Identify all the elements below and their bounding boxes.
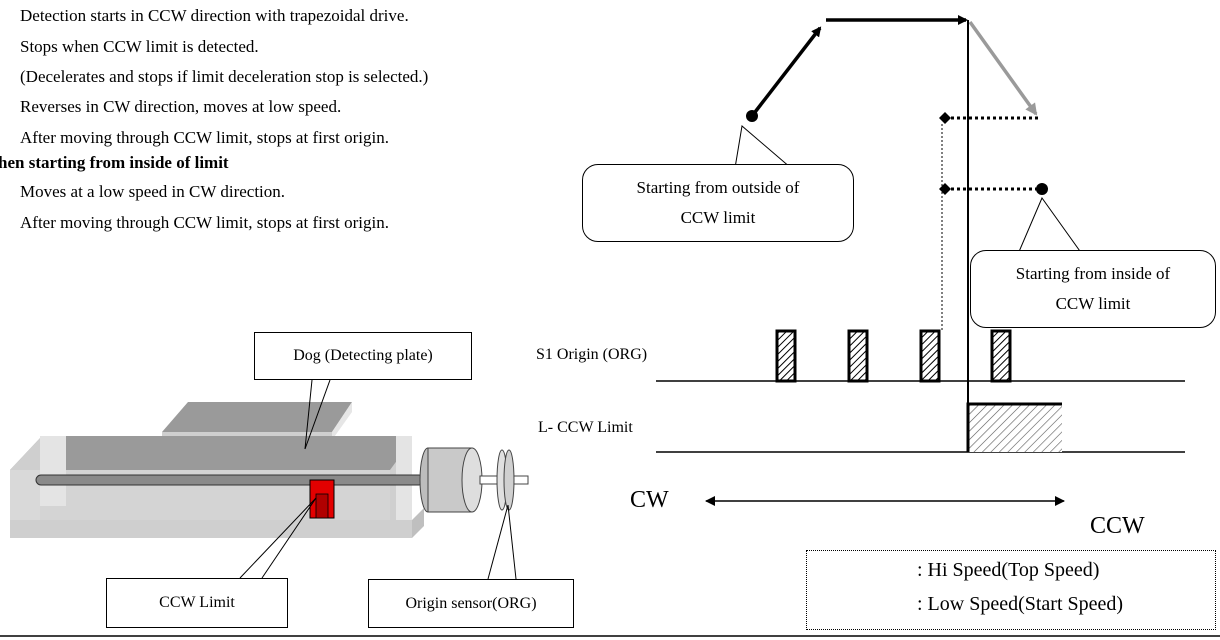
ccw-direction-label: CCW [1090, 513, 1145, 539]
instruction-line: After moving through CCW limit, stops at… [20, 128, 389, 147]
ccw-limit-label: CCW Limit [106, 578, 288, 628]
low-speed-path-outside [939, 112, 1040, 124]
ccw-limit-signal [966, 402, 1062, 452]
inside-heading: hen starting from inside of limit [0, 153, 229, 172]
carrier-plate-top [162, 402, 352, 432]
hi-speed-path [746, 15, 968, 122]
instruction-line: Detection starts in CCW direction with t… [20, 6, 409, 25]
instruction-line: After moving through CCW limit, stops at… [20, 213, 389, 232]
instruction-line: Moves at a low speed in CW direction. [20, 182, 286, 201]
deceleration-arrow [968, 20, 1038, 116]
origin-pulse [775, 329, 797, 383]
origin-sensor-label: Origin sensor(ORG) [368, 579, 574, 628]
legend-low-speed: : Low Speed(Start Speed) [917, 593, 1124, 615]
origin-signal-label: S1 Origin (ORG) [536, 346, 648, 363]
instruction-line: (Decelerates and stops if limit decelera… [20, 67, 429, 86]
mechanism-illustration [10, 379, 529, 580]
lead-screw [35, 474, 425, 486]
callout-inside-line2: CCW limit [1055, 294, 1131, 313]
instruction-line: Stops when CCW limit is detected. [20, 37, 259, 56]
start-point-outside [746, 110, 758, 122]
callout-inside: Starting from inside of CCW limit [970, 250, 1216, 328]
origin-pulses [775, 329, 1012, 383]
origin-pulse [847, 329, 869, 383]
low-speed-path-inside [939, 183, 1048, 195]
base-top [10, 436, 412, 470]
dog-label: Dog (Detecting plate) [254, 332, 472, 380]
limit-signal-label: L- CCW Limit [538, 419, 633, 436]
callout-outside: Starting from outside of CCW limit [582, 164, 854, 242]
callout-inside-line1: Starting from inside of [1015, 264, 1171, 283]
callout-outside-line1: Starting from outside of [636, 178, 800, 197]
origin-pulse [990, 329, 1012, 383]
callout-inside-pointer [1017, 196, 1083, 255]
start-point-inside [1036, 183, 1048, 195]
callout-outside-line2: CCW limit [680, 208, 756, 227]
cw-direction-label: CW [630, 487, 669, 513]
legend-hi-speed: : Hi Speed(Top Speed) [917, 559, 1100, 581]
instruction-line: Reverses in CW direction, moves at low s… [20, 97, 342, 116]
speed-legend: : Hi Speed(Top Speed) : Low Speed(Start … [806, 550, 1216, 630]
origin-pulse [919, 329, 941, 383]
